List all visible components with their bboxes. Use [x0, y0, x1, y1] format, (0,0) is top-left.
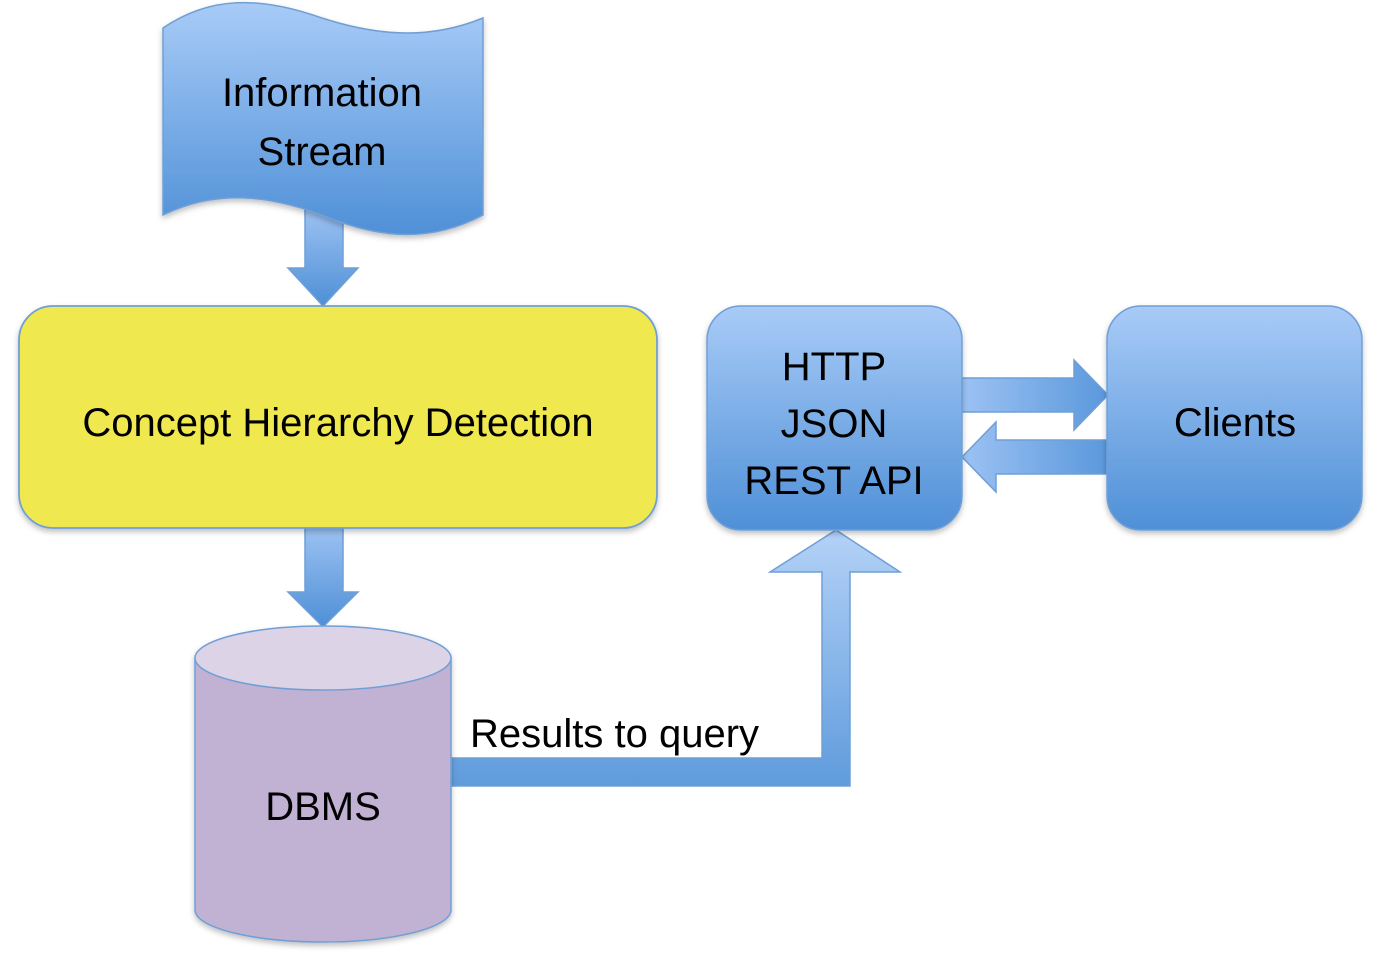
information-stream-shape: [162, 1, 484, 236]
dbms-label: DBMS: [265, 785, 381, 829]
dbms-cylinder-top: [194, 625, 452, 691]
arrow-detection-to-dbms: [286, 527, 360, 629]
concept-detection-node: [18, 305, 658, 529]
arrow-clients-to-api: [960, 420, 1109, 494]
information-stream-label-line2: Stream: [258, 130, 387, 174]
http-api-label-line2: JSON: [781, 402, 888, 446]
clients-node: [1106, 305, 1363, 531]
information-stream-label-line1: Information: [222, 71, 422, 115]
http-api-node: [706, 305, 963, 531]
arrow-api-to-clients: [961, 358, 1110, 432]
dbms-node: [194, 625, 452, 943]
concept-detection-label: Concept Hierarchy Detection: [82, 401, 593, 445]
arrow-dbms-to-api: [447, 529, 903, 787]
dbms-cylinder-body: [194, 657, 452, 943]
http-api-label-line1: HTTP: [782, 345, 886, 389]
information-stream-node: [162, 1, 484, 236]
clients-label: Clients: [1174, 401, 1296, 445]
http-api-label-line3: REST API: [744, 459, 923, 503]
results-to-query-label: Results to query: [470, 712, 759, 756]
